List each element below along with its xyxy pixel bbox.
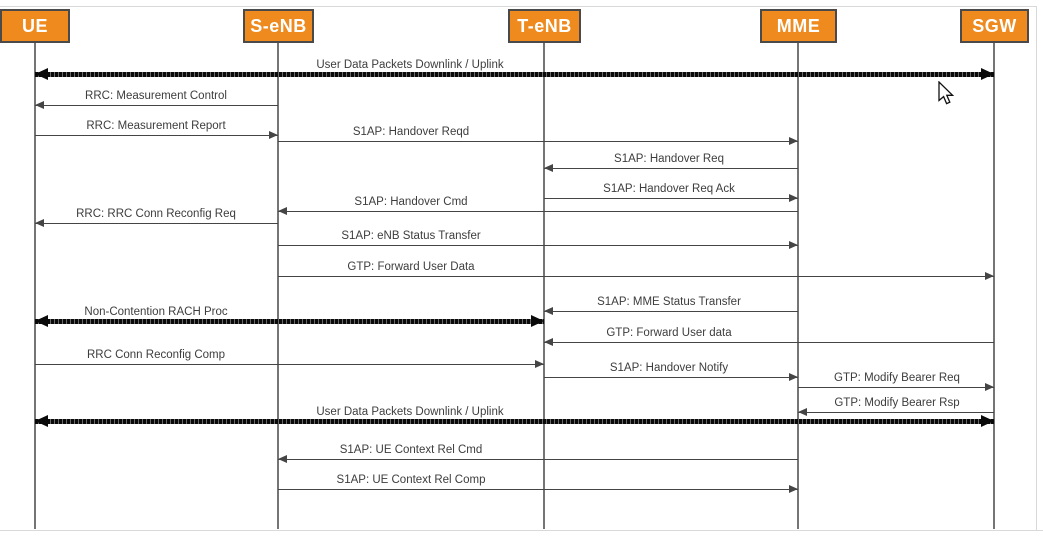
frame-top-line <box>0 6 1036 7</box>
message-14-label: RRC Conn Reconfig Comp <box>86 349 226 361</box>
message-7-arrowhead-left <box>278 207 287 215</box>
entity-label-t-enb: T-eNB <box>517 15 572 36</box>
message-3-label: RRC: Measurement Report <box>86 120 226 132</box>
message-2-line <box>35 105 278 106</box>
message-19-label: S1AP: UE Context Rel Cmd <box>339 444 483 456</box>
message-6-line <box>544 198 798 199</box>
message-17-label: GTP: Modify Bearer Rsp <box>834 397 960 409</box>
message-8-line <box>35 223 278 224</box>
lifeline-sgw <box>993 43 995 529</box>
entity-box-s-enb: S-eNB <box>243 9 314 43</box>
lifeline-s-enb <box>277 43 279 529</box>
message-16-arrowhead-right <box>985 383 994 391</box>
message-3-line <box>35 135 278 136</box>
message-7-label: S1AP: Handover Cmd <box>354 196 468 208</box>
entity-box-mme: MME <box>760 9 837 43</box>
entity-label-mme: MME <box>776 15 821 36</box>
message-2-arrowhead-left <box>35 101 44 109</box>
message-6-label: S1AP: Handover Req Ack <box>603 183 735 195</box>
message-1-arrowhead-left <box>35 68 48 80</box>
message-11-label: S1AP: MME Status Transfer <box>597 296 741 308</box>
message-6-arrowhead-right <box>789 194 798 202</box>
message-15-line <box>544 377 798 378</box>
message-19-arrowhead-left <box>278 455 287 463</box>
message-18-arrowhead-right <box>981 415 994 427</box>
message-12-label: Non-Contention RACH Proc <box>84 306 228 318</box>
message-20-label: S1AP: UE Context Rel Comp <box>336 474 486 486</box>
message-13-label: GTP: Forward User data <box>606 327 732 339</box>
message-17-arrowhead-left <box>798 408 807 416</box>
lifeline-t-enb <box>543 43 545 529</box>
message-1-line <box>35 72 994 77</box>
message-10-label: GTP: Forward User Data <box>347 261 475 273</box>
message-9-line <box>278 245 798 246</box>
message-9-label: S1AP: eNB Status Transfer <box>341 230 481 242</box>
message-19-line <box>278 459 798 460</box>
message-5-arrowhead-left <box>544 164 553 172</box>
message-1-label: User Data Packets Downlink / Uplink <box>316 59 504 71</box>
message-1-arrowhead-right <box>981 68 994 80</box>
message-12-arrowhead-right <box>531 315 544 327</box>
message-15-label: S1AP: Handover Notify <box>609 362 729 374</box>
entity-box-ue: UE <box>0 9 70 43</box>
message-8-label: RRC: RRC Conn Reconfig Req <box>76 208 236 220</box>
entity-label-s-enb: S-eNB <box>250 15 307 36</box>
message-12-line <box>35 319 544 324</box>
message-10-arrowhead-right <box>985 272 994 280</box>
message-11-arrowhead-left <box>544 307 553 315</box>
message-4-arrowhead-right <box>789 137 798 145</box>
lifeline-mme <box>797 43 799 529</box>
message-3-arrowhead-right <box>269 131 278 139</box>
message-14-line <box>35 364 544 365</box>
message-4-line <box>278 141 798 142</box>
message-20-line <box>278 489 798 490</box>
message-16-line <box>798 387 994 388</box>
message-5-line <box>544 168 798 169</box>
message-14-arrowhead-right <box>535 360 544 368</box>
message-18-label: User Data Packets Downlink / Uplink <box>316 406 504 418</box>
message-11-line <box>544 311 798 312</box>
message-12-arrowhead-left <box>35 315 48 327</box>
message-18-arrowhead-left <box>35 415 48 427</box>
entity-box-t-enb: T-eNB <box>508 9 581 43</box>
message-20-arrowhead-right <box>789 485 798 493</box>
message-10-line <box>278 276 994 277</box>
message-13-arrowhead-left <box>544 338 553 346</box>
frame-right-line <box>1036 6 1037 530</box>
message-16-label: GTP: Modify Bearer Req <box>834 372 960 384</box>
message-15-arrowhead-right <box>789 373 798 381</box>
message-5-label: S1AP: Handover Req <box>614 153 724 165</box>
message-7-line <box>278 211 798 212</box>
message-9-arrowhead-right <box>789 241 798 249</box>
frame-bottom-line <box>0 530 1043 531</box>
entity-label-ue: UE <box>21 15 48 36</box>
mouse-cursor-icon <box>938 81 955 105</box>
entity-box-sgw: SGW <box>960 9 1029 43</box>
message-2-label: RRC: Measurement Control <box>85 90 227 102</box>
message-18-line <box>35 419 994 424</box>
message-17-line <box>798 412 994 413</box>
message-13-line <box>544 342 994 343</box>
message-4-label: S1AP: Handover Reqd <box>352 126 470 138</box>
lifeline-ue <box>34 43 36 529</box>
entity-label-sgw: SGW <box>972 15 1017 36</box>
message-8-arrowhead-left <box>35 219 44 227</box>
